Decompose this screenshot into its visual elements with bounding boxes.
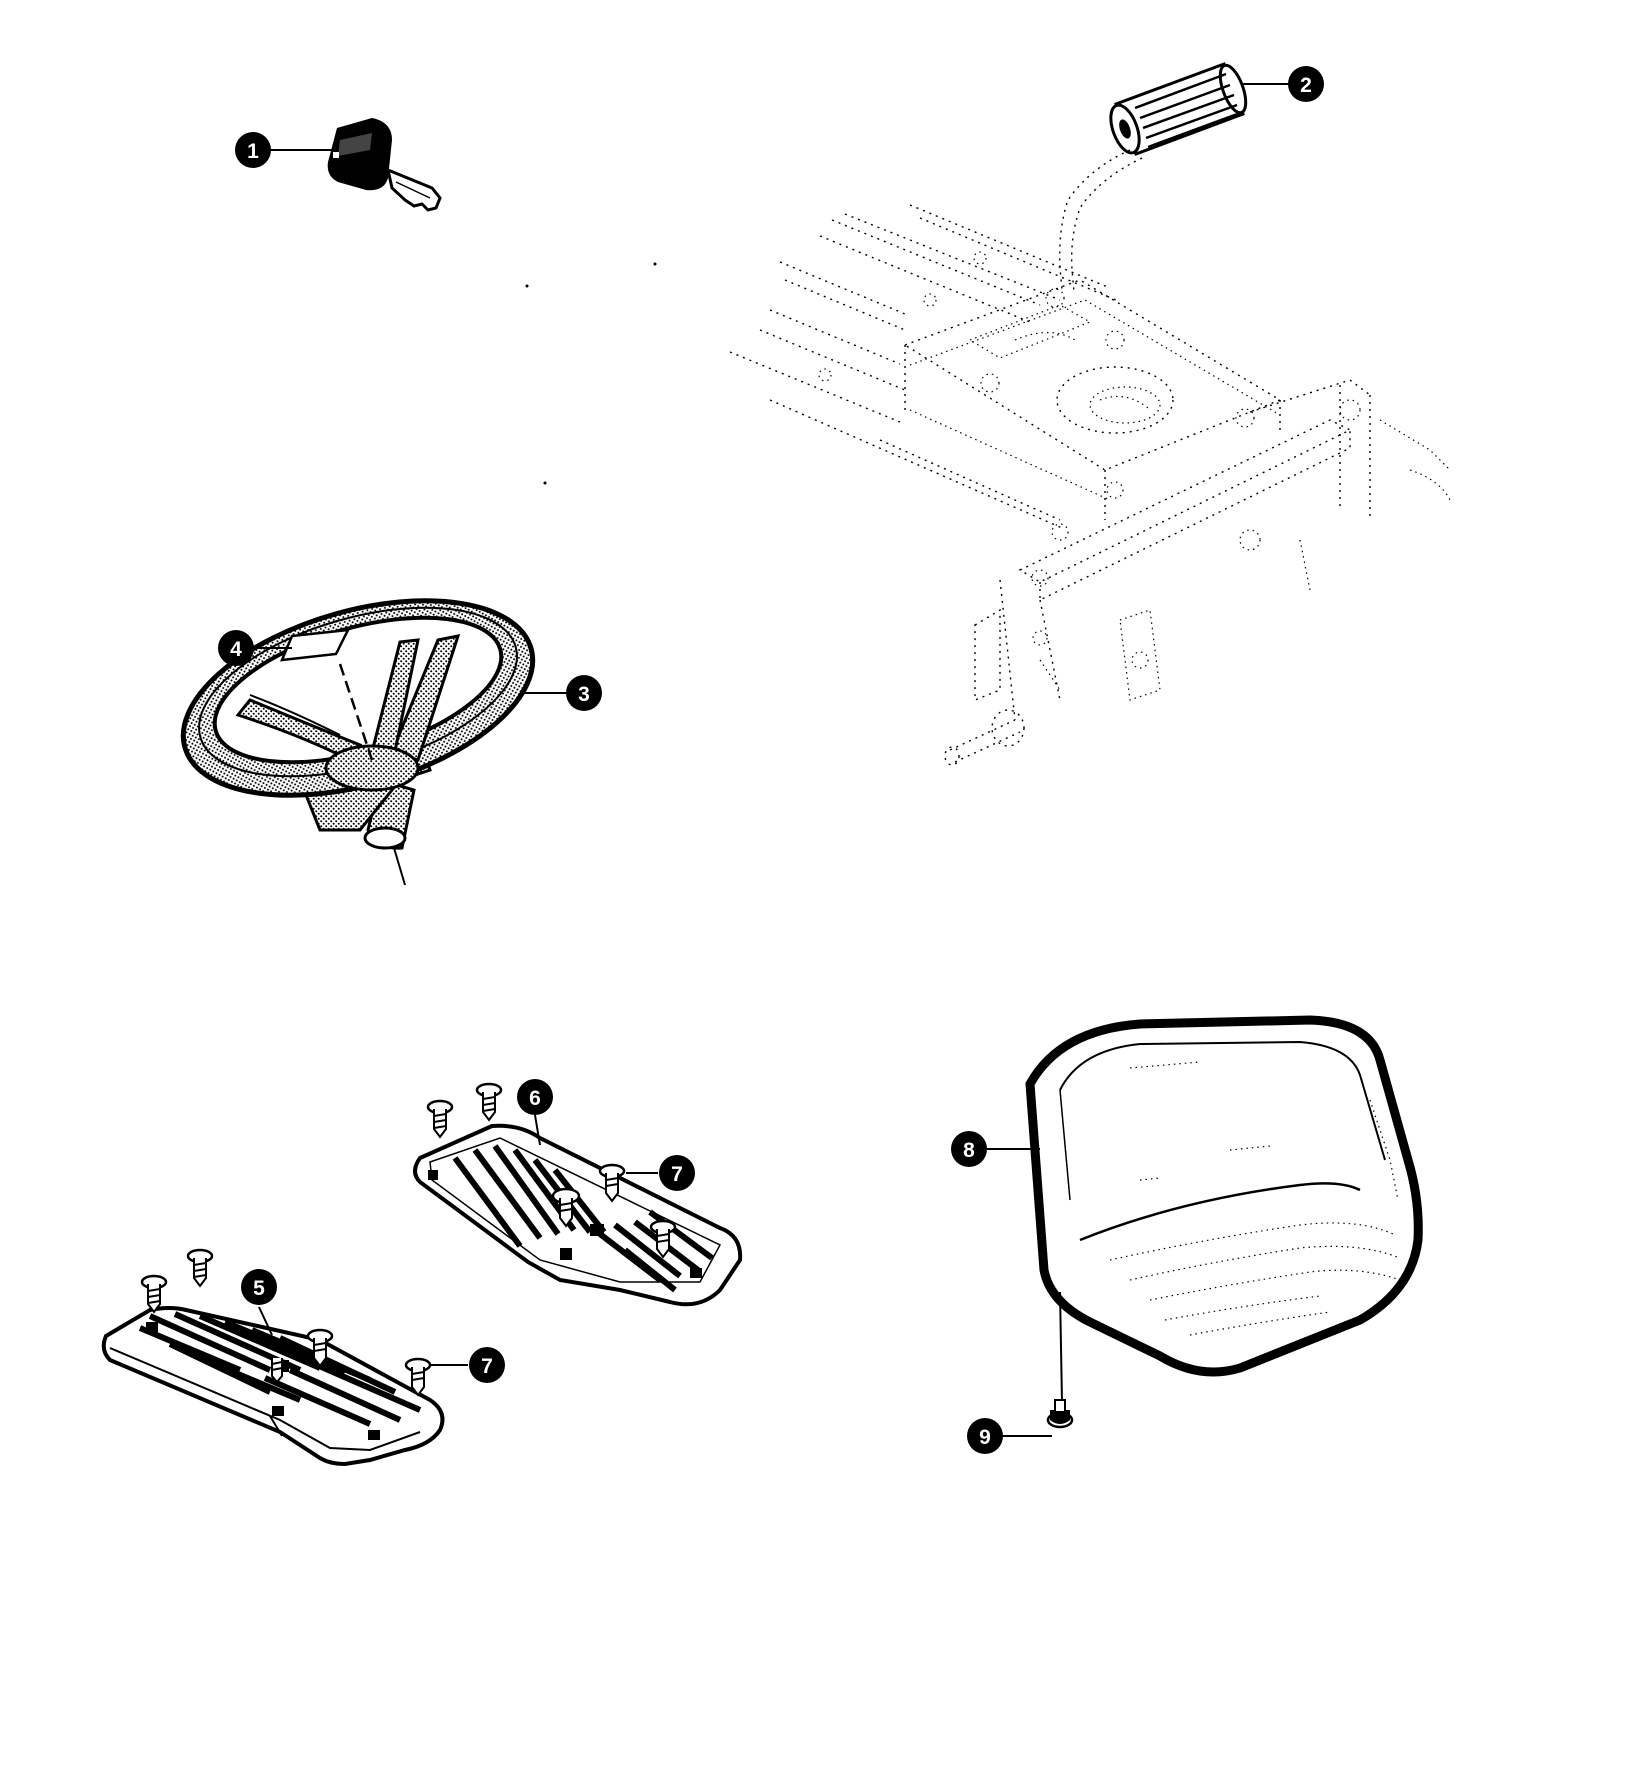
callout-6: 6 (517, 1079, 553, 1115)
callout-1: 1 (235, 132, 271, 168)
callout-label: 2 (1300, 74, 1312, 97)
footplate-screws-drawing (140, 1082, 677, 1397)
callout-9: 9 (967, 1418, 1003, 1454)
callout-label: 8 (963, 1139, 975, 1162)
callout-label: 9 (979, 1426, 991, 1449)
callout-5: 5 (241, 1269, 277, 1305)
front-footplate-drawing (101, 1306, 445, 1467)
stray-marks (525, 262, 657, 485)
callout-2: 2 (1288, 66, 1324, 102)
callout-label: 1 (247, 140, 259, 163)
callout-7a: 7 (659, 1155, 695, 1191)
callout-8: 8 (951, 1131, 987, 1167)
callout-7b: 7 (469, 1347, 505, 1383)
callout-label: 5 (253, 1277, 265, 1300)
callout-label: 6 (529, 1087, 541, 1110)
screw (140, 1274, 168, 1314)
callout-label: 4 (230, 638, 242, 661)
screw (271, 1358, 283, 1384)
chassis-frame-drawing (729, 204, 1451, 766)
ignition-key-drawing (327, 118, 442, 212)
screw (186, 1248, 214, 1288)
callout-3: 3 (566, 675, 602, 711)
screw (598, 1163, 626, 1203)
screw (306, 1328, 334, 1368)
screw (426, 1099, 454, 1139)
rear-footplate-drawing (413, 1123, 743, 1307)
leader-lines (239, 83, 1300, 1437)
seat-drawing (1025, 1015, 1423, 1429)
callout-label: 7 (481, 1355, 493, 1378)
screw (551, 1187, 581, 1228)
screw (649, 1219, 677, 1259)
callout-4: 4 (218, 630, 254, 666)
callout-label: 3 (578, 683, 590, 706)
callout-label: 7 (671, 1163, 683, 1186)
lever-grip-drawing (1059, 62, 1248, 293)
screw (475, 1082, 503, 1122)
screw (404, 1357, 432, 1397)
steering-wheel-drawing (180, 598, 536, 886)
